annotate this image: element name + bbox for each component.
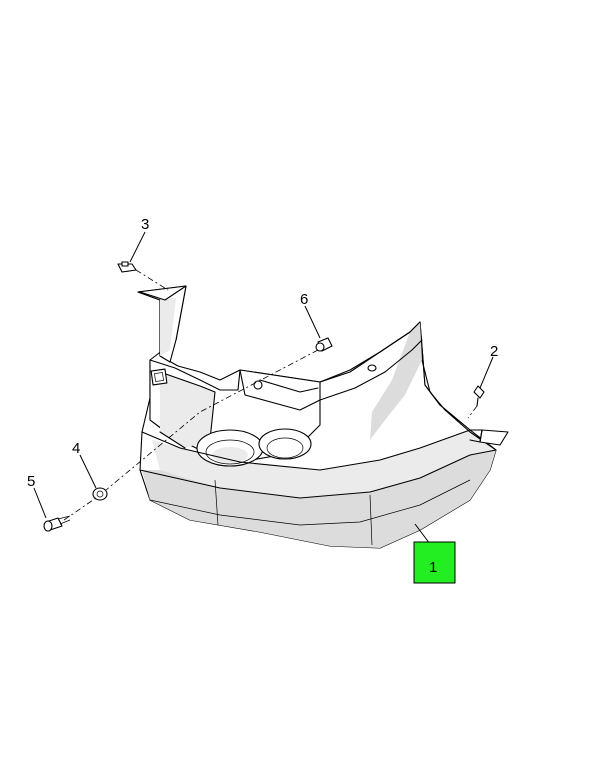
callout-6[interactable]: 6 xyxy=(300,291,308,308)
screw-part-5 xyxy=(43,515,71,532)
callout-2[interactable]: 2 xyxy=(490,343,498,360)
nut-part-6 xyxy=(315,337,333,352)
console-assembly xyxy=(137,285,509,549)
grommet-part-4 xyxy=(92,487,108,501)
callout-3[interactable]: 3 xyxy=(141,216,149,233)
clip-part-3 xyxy=(117,261,137,273)
callout-5[interactable]: 5 xyxy=(27,473,35,490)
callout-1-highlight[interactable] xyxy=(413,541,456,584)
callout-4[interactable]: 4 xyxy=(72,440,80,457)
push-pin-part-2 xyxy=(473,385,485,407)
assembly-centerlines xyxy=(63,269,478,521)
callout-1[interactable]: 1 xyxy=(429,559,437,576)
